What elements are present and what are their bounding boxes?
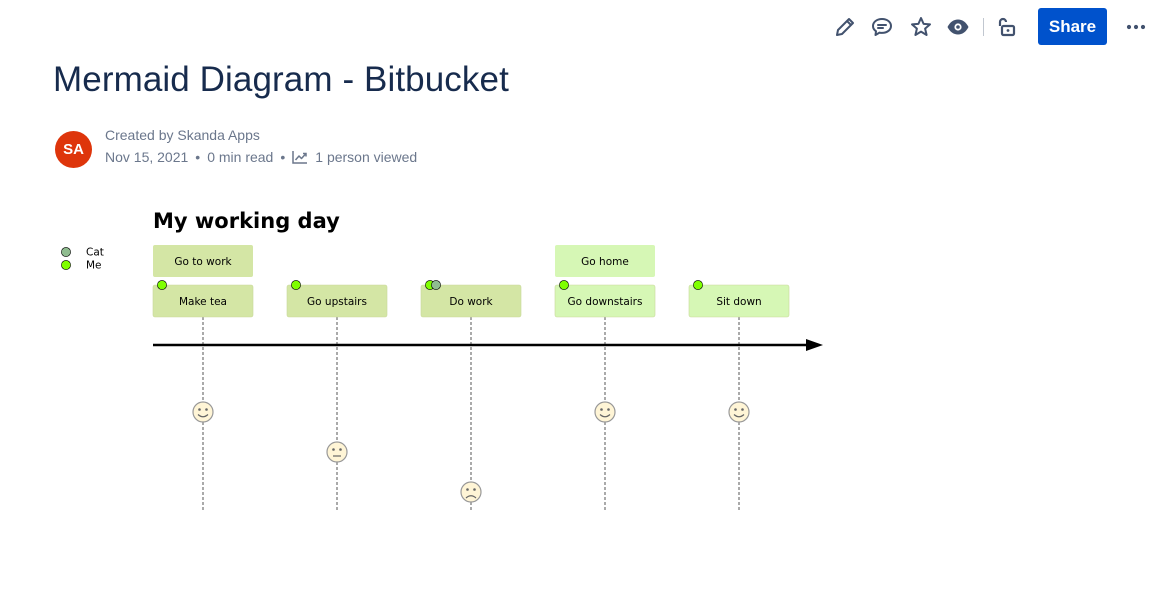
diagram-title: My working day [153, 209, 340, 233]
task-box [420, 284, 522, 318]
actor-marker [559, 280, 569, 290]
read-time: 0 min read [207, 149, 274, 165]
score-face-icon [460, 481, 482, 503]
restrictions-icon[interactable] [991, 8, 1025, 46]
task-label: Go downstairs [568, 296, 643, 308]
section-label: Go home [581, 256, 629, 268]
task-label: Go upstairs [307, 296, 367, 308]
section-box [555, 245, 655, 277]
more-icon[interactable] [1119, 8, 1153, 46]
share-button[interactable]: Share [1038, 8, 1107, 45]
page-metadata: Nov 15, 2021 • 0 min read • 1 person vie… [105, 148, 417, 166]
task-box [286, 284, 388, 318]
actor-marker [693, 280, 703, 290]
score-face-icon [192, 401, 214, 423]
score-face-icon [728, 401, 750, 423]
task-box [152, 284, 254, 318]
view-count[interactable]: 1 person viewed [315, 149, 418, 165]
avatar[interactable]: SA [55, 131, 92, 168]
page-toolbar: Share [828, 8, 1156, 46]
timeline-arrowhead [806, 339, 823, 351]
actor-marker [431, 280, 441, 290]
analytics-icon[interactable] [292, 149, 308, 165]
toolbar-divider [983, 18, 984, 36]
watch-icon[interactable] [941, 8, 975, 46]
legend-marker [61, 260, 71, 270]
actor-marker [425, 280, 435, 290]
author-byline[interactable]: Created by Skanda Apps [105, 127, 260, 143]
task-box [554, 284, 656, 318]
task-box [688, 284, 790, 318]
task-label: Do work [449, 296, 493, 308]
meta-separator: • [195, 149, 201, 165]
actor-marker [157, 280, 167, 290]
edit-icon[interactable] [828, 8, 862, 46]
task-label: Make tea [179, 296, 227, 308]
star-icon[interactable] [904, 8, 938, 46]
task-label: Sit down [716, 296, 761, 308]
legend-label: Me [86, 260, 102, 272]
actor-marker [291, 280, 301, 290]
section-box [153, 245, 253, 277]
score-face-icon [326, 441, 348, 463]
score-face-icon [594, 401, 616, 423]
legend-marker [61, 247, 71, 257]
comment-icon[interactable] [865, 8, 899, 46]
section-label: Go to work [174, 256, 232, 268]
page-title: Mermaid Diagram - Bitbucket [53, 60, 509, 99]
created-date: Nov 15, 2021 [105, 149, 189, 165]
legend-label: Cat [86, 247, 104, 259]
meta-separator: • [280, 149, 286, 165]
